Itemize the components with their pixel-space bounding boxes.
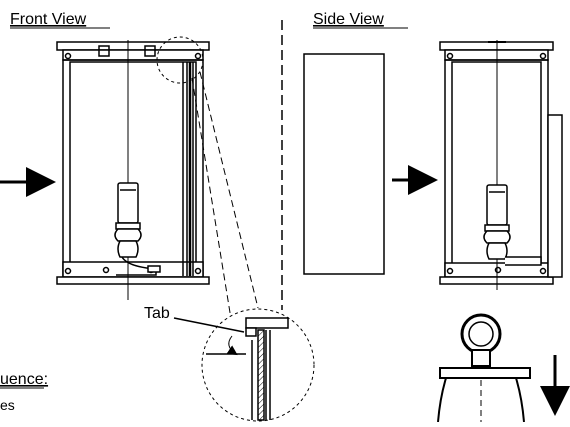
front-view-title: Front View bbox=[10, 11, 87, 28]
glass-panel bbox=[303, 53, 385, 275]
detail-leader-lines bbox=[191, 71, 259, 326]
tab-pointer bbox=[173, 317, 245, 333]
tab-label: Tab bbox=[144, 305, 170, 322]
lantern-top-detail bbox=[437, 313, 531, 423]
side-view-title: Side View bbox=[313, 11, 384, 28]
tab-detail-magnified bbox=[201, 308, 315, 422]
detail-callout-circle bbox=[156, 36, 204, 84]
side-view-lantern bbox=[439, 40, 563, 290]
sequence-heading: uence: bbox=[0, 371, 48, 388]
front-view-lantern bbox=[56, 40, 210, 300]
sequence-line-2: es bbox=[0, 397, 15, 413]
